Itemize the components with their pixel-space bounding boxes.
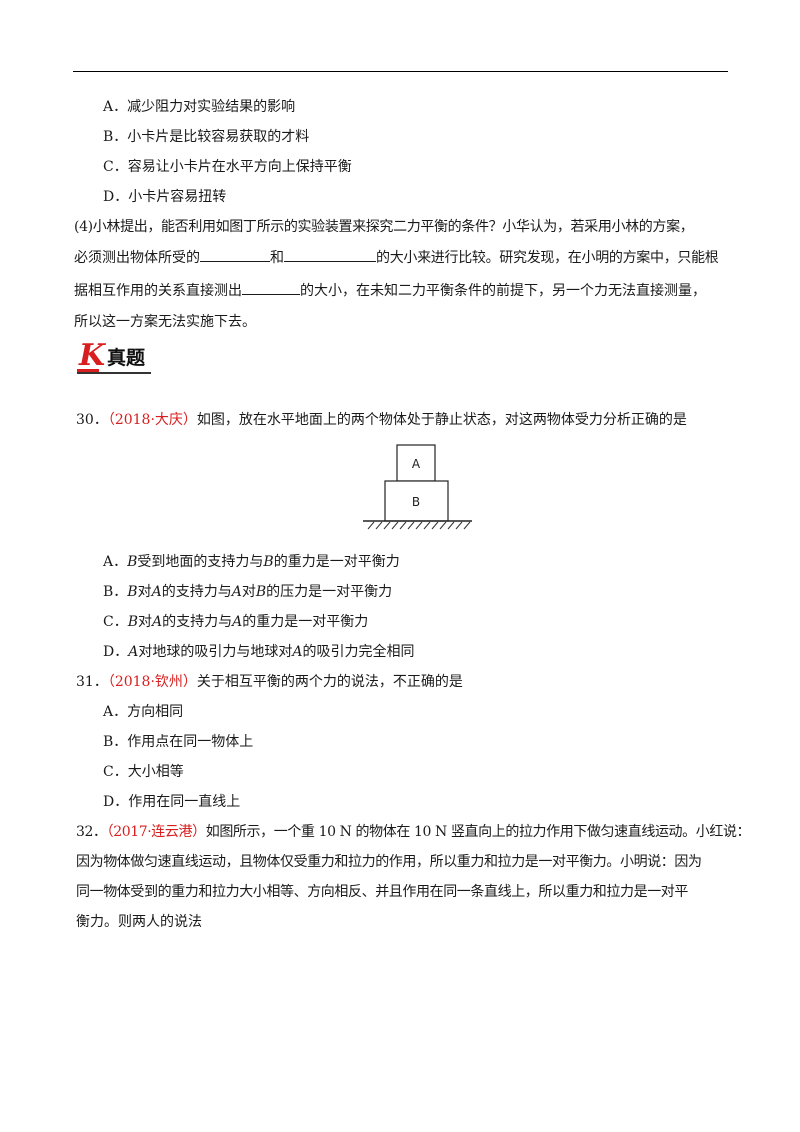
variable: B: [263, 554, 274, 570]
option-text: 对: [241, 584, 256, 600]
option-letter: C．: [103, 614, 128, 630]
q30-option-d: D．A对地球的吸引力与地球对A的吸引力完全相同: [103, 642, 414, 662]
prev-option-c: C．容易让小卡片在水平方向上保持平衡: [103, 157, 352, 177]
heading-underline: [77, 372, 151, 374]
answer-blank[interactable]: [200, 247, 270, 262]
option-letter: B．: [103, 129, 128, 145]
q4-line-4: 所以这一方案无法实施下去。: [74, 314, 256, 330]
option-text: 受到地面的支持力与: [137, 554, 264, 570]
section-title: 真题: [107, 347, 146, 369]
q4-text: 的大小来进行比较。研究发现，在小明的方案中，只能根: [376, 250, 719, 266]
option-letter: B．: [103, 584, 128, 600]
q30-option-a: A．B受到地面的支持力与B的重力是一对平衡力: [103, 552, 400, 572]
q30-stem: 30．（2018·大庆）如图，放在水平地面上的两个物体处于静止状态，对这两物体受…: [76, 410, 687, 430]
q4-text: 必须测出物体所受的: [74, 250, 200, 266]
variable: B: [255, 584, 267, 600]
option-text: 的支持力与: [161, 584, 232, 600]
option-letter: D．: [103, 644, 129, 660]
section-k-logo: K: [79, 338, 106, 373]
variable: A: [128, 644, 139, 660]
heading-accent: [77, 369, 99, 372]
q32-line-4: 衡力。则两人的说法: [76, 914, 202, 930]
question-text: 如图所示，一个重 10 N 的物体在 10 N 竖直向上的拉力作用下做匀速直线运…: [205, 824, 751, 840]
q31-option-a: A．方向相同: [103, 702, 183, 722]
variable: A: [292, 644, 303, 660]
option-text: 的吸引力完全相同: [302, 644, 415, 660]
variable: A: [151, 584, 162, 600]
q4-text: 的大小，在未知二力平衡条件的前提下，另一个力无法直接测量，: [300, 283, 706, 299]
variable: B: [127, 614, 139, 630]
option-text: 对: [137, 584, 152, 600]
option-text: 容易让小卡片在水平方向上保持平衡: [127, 159, 352, 175]
option-letter: D．: [103, 794, 129, 810]
variable: A: [232, 614, 243, 630]
question-source: （2018·大庆）: [107, 412, 197, 428]
q30-option-b: B．B对A的支持力与A对B的压力是一对平衡力: [103, 582, 392, 602]
q4-text: 据相互作用的关系直接测出: [74, 283, 242, 299]
variable: A: [231, 584, 242, 600]
option-text: 大小相等: [127, 764, 184, 780]
option-letter: A．: [103, 99, 128, 115]
prev-option-b: B．小卡片是比较容易获取的才料: [103, 127, 309, 147]
answer-blank[interactable]: [242, 280, 300, 295]
question-text: 关于相互平衡的两个力的说法，不正确的是: [196, 674, 463, 690]
question-number: 31．: [76, 674, 108, 690]
option-text: 小卡片容易扭转: [128, 189, 227, 205]
block-a-label: A: [412, 457, 421, 471]
question-number: 32．: [76, 824, 107, 840]
option-text: 方向相同: [127, 704, 184, 720]
option-letter: C．: [103, 159, 128, 175]
stacked-blocks-figure: A B: [363, 444, 472, 530]
q31-stem: 31．（2018·钦州）关于相互平衡的两个力的说法，不正确的是: [76, 672, 463, 692]
option-letter: A．: [103, 704, 128, 720]
q4-text: 和: [270, 250, 284, 266]
question-number: 30．: [76, 412, 108, 428]
option-text: 小卡片是比较容易获取的才料: [127, 129, 310, 145]
block-b: [384, 480, 449, 522]
option-text: 作用点在同一物体上: [127, 734, 254, 750]
q31-option-d: D．作用在同一直线上: [103, 792, 240, 812]
option-text: 的重力是一对平衡力: [273, 554, 400, 570]
option-letter: C．: [103, 764, 128, 780]
q31-option-c: C．大小相等: [103, 762, 184, 782]
option-text: 的支持力与: [162, 614, 233, 630]
option-text: 的压力是一对平衡力: [266, 584, 393, 600]
question-source: （2018·钦州）: [107, 674, 197, 690]
q31-option-b: B．作用点在同一物体上: [103, 732, 253, 752]
answer-blank[interactable]: [284, 247, 376, 262]
option-letter: D．: [103, 189, 129, 205]
option-text: 减少阻力对实验结果的影响: [127, 99, 296, 115]
header-rule: [73, 71, 728, 72]
q4-line-3: 据相互作用的关系直接测出 的大小，在未知二力平衡条件的前提下，另一个力无法直接测量…: [74, 280, 706, 301]
q4-line-1: (4)小林提出，能否利用如图丁所示的实验装置来探究二力平衡的条件？小华认为，若采…: [74, 219, 694, 235]
variable: A: [152, 614, 163, 630]
option-text: 对: [138, 614, 153, 630]
question-source: （2017·连云港）: [106, 824, 206, 840]
option-text: 对地球的吸引力与地球对: [138, 644, 293, 660]
option-letter: B．: [103, 734, 128, 750]
block-b-label: B: [412, 495, 420, 509]
q32-line-1: 32．（2017·连云港）如图所示，一个重 10 N 的物体在 10 N 竖直向…: [76, 822, 751, 842]
prev-option-d: D．小卡片容易扭转: [103, 187, 226, 207]
question-text: 如图，放在水平地面上的两个物体处于静止状态，对这两物体受力分析正确的是: [196, 412, 687, 428]
variable: B: [127, 554, 138, 570]
variable: B: [127, 584, 138, 600]
q30-option-c: C．B对A的支持力与A的重力是一对平衡力: [103, 612, 368, 632]
block-a: [396, 444, 436, 482]
q32-line-3: 同一物体受到的重力和拉力大小相等、方向相反、并且作用在同一条直线上，所以重力和拉…: [76, 884, 688, 900]
section-heading: K 真题: [77, 338, 151, 376]
option-letter: A．: [103, 554, 128, 570]
q4-line-2: 必须测出物体所受的 和 的大小来进行比较。研究发现，在小明的方案中，只能根: [74, 247, 719, 268]
q32-line-2: 因为物体做匀速直线运动，且物体仅受重力和拉力的作用，所以重力和拉力是一对平衡力。…: [76, 854, 702, 870]
option-text: 作用在同一直线上: [128, 794, 241, 810]
ground-hatch: [367, 521, 471, 530]
option-text: 的重力是一对平衡力: [242, 614, 369, 630]
prev-option-a: A．减少阻力对实验结果的影响: [103, 97, 295, 117]
